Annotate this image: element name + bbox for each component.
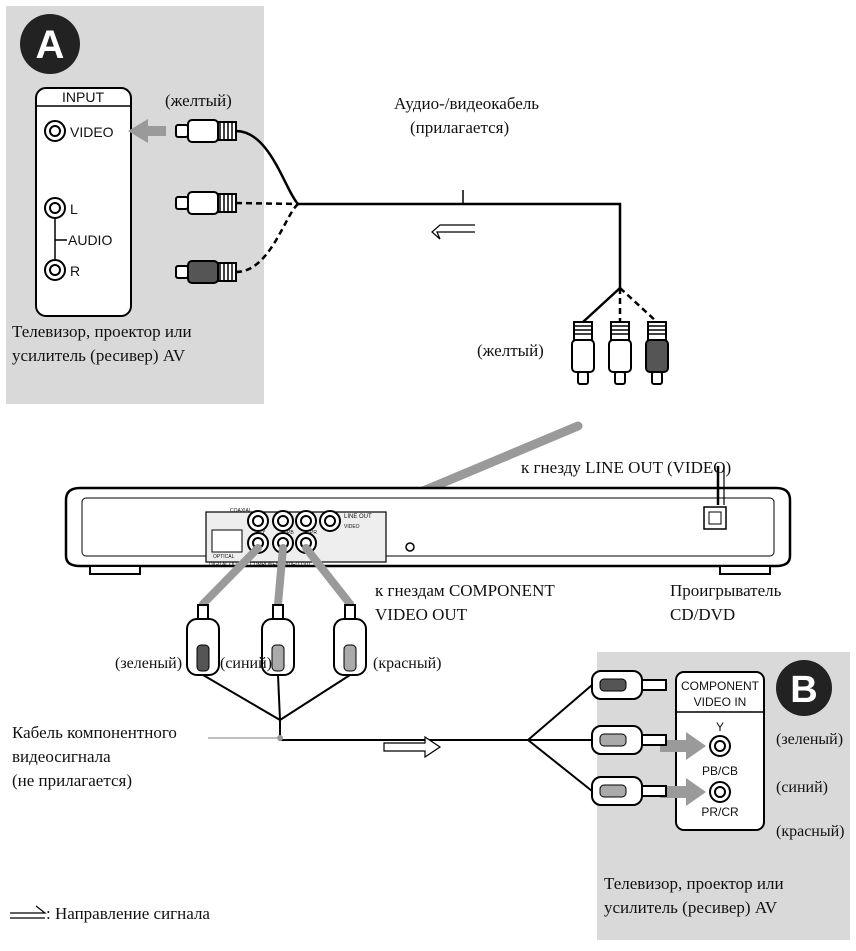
jack-red-label: (красный): [776, 823, 845, 840]
tv-device-label-2: усилитель (ресивер) AV: [12, 346, 186, 365]
panel-text-line-out: LINE OUT: [344, 514, 372, 520]
jack-blue-label: (синий): [776, 779, 828, 796]
player-name-label-2: CD/DVD: [670, 605, 735, 624]
component-pointers: [199, 544, 354, 608]
component-cable-label: Кабель компонентного: [12, 723, 177, 742]
jack-y-label: Y: [716, 720, 724, 734]
svg-text:B: B: [790, 669, 817, 711]
legend-text: : Направление сигнала: [46, 904, 210, 923]
component-input-title-2: VIDEO IN: [694, 695, 747, 709]
av-plug-white-icon: [608, 321, 632, 385]
component-cable-label-3: (не прилагается): [12, 771, 132, 790]
jack-pr-label: PR/CR: [701, 805, 739, 819]
component-plug-red-icon: [333, 604, 367, 676]
signal-direction-arrow-icon: [431, 224, 475, 240]
component-out-label-2: VIDEO OUT: [375, 605, 468, 624]
component-signal-arrow-icon: [383, 735, 442, 759]
pb-jack-icon: [272, 510, 294, 532]
player-name-label: Проигрыватель: [670, 581, 782, 600]
video-jack-icon: [44, 120, 66, 142]
plug-blue-label: (синий): [220, 655, 272, 672]
dvd-player: COAXIAL OPTICAL DIGITAL OUT COMPONENT VI…: [64, 466, 792, 575]
component-cable-label-2: видеосигнала: [12, 747, 111, 766]
audio-l-label: L: [70, 201, 78, 217]
panel-text-coaxial: COAXIAL: [230, 508, 252, 514]
panel-text-digital-out: DIGITAL OUT: [209, 562, 240, 568]
tv-input-box: INPUT VIDEO L AUDIO R: [35, 87, 132, 317]
panel-text-pb: PB: [287, 530, 294, 536]
panel-a: A INPUT VIDEO L AUDIO R (желтый) Телевиз…: [6, 6, 264, 404]
panel-text-pr: PR: [310, 530, 317, 536]
audio-l-jack-icon: [44, 197, 66, 219]
av-plug-yellow-icon: [571, 321, 595, 385]
line-out-video-jack-icon: [319, 510, 341, 532]
coaxial-jack-icon: [247, 510, 269, 532]
y-in-jack-icon: [709, 735, 731, 757]
audio-r-jack-icon: [44, 259, 66, 281]
tv-b-device-label: Телевизор, проектор или: [604, 874, 784, 893]
pr-jack-icon: [295, 510, 317, 532]
plug-yellow-label: (желтый): [165, 91, 232, 110]
panel-text-optical: OPTICAL: [213, 554, 235, 560]
av-cable-label-2: (прилагается): [410, 118, 509, 137]
av-plug-yellow-label: (желтый): [477, 341, 544, 360]
tv-device-label: Телевизор, проектор или: [12, 322, 192, 341]
video-label: VIDEO: [70, 124, 114, 140]
panel-text-video: VIDEO: [344, 524, 360, 530]
component-cable: [202, 674, 593, 792]
tv-b-device-label-2: усилитель (ресивер) AV: [604, 898, 778, 917]
av-cable: [235, 129, 658, 323]
audio-r-label: R: [70, 263, 80, 279]
component-plug-green-icon: [186, 604, 220, 676]
input-title: INPUT: [62, 89, 104, 105]
jack-green-label: (зеленый): [776, 731, 843, 748]
audio-label: AUDIO: [68, 232, 112, 248]
badge-b: B: [776, 660, 832, 716]
badge-a: A: [20, 14, 80, 74]
svg-text:A: A: [36, 23, 65, 67]
jack-pb-label: PB/CB: [702, 764, 738, 778]
component-out-label: к гнездам COMPONENT: [375, 581, 555, 600]
plug-red-label: (красный): [373, 655, 442, 672]
plug-green-label: (зеленый): [115, 655, 182, 672]
line-out-label: к гнезду LINE OUT (VIDEO): [521, 458, 731, 477]
legend: : Направление сигнала: [10, 904, 210, 923]
av-cable-label: Аудио-/видеокабель: [394, 94, 539, 113]
av-plug-red-icon: [645, 321, 669, 385]
panel-text-y: Y: [262, 530, 266, 536]
component-input-title: COMPONENT: [681, 679, 760, 693]
